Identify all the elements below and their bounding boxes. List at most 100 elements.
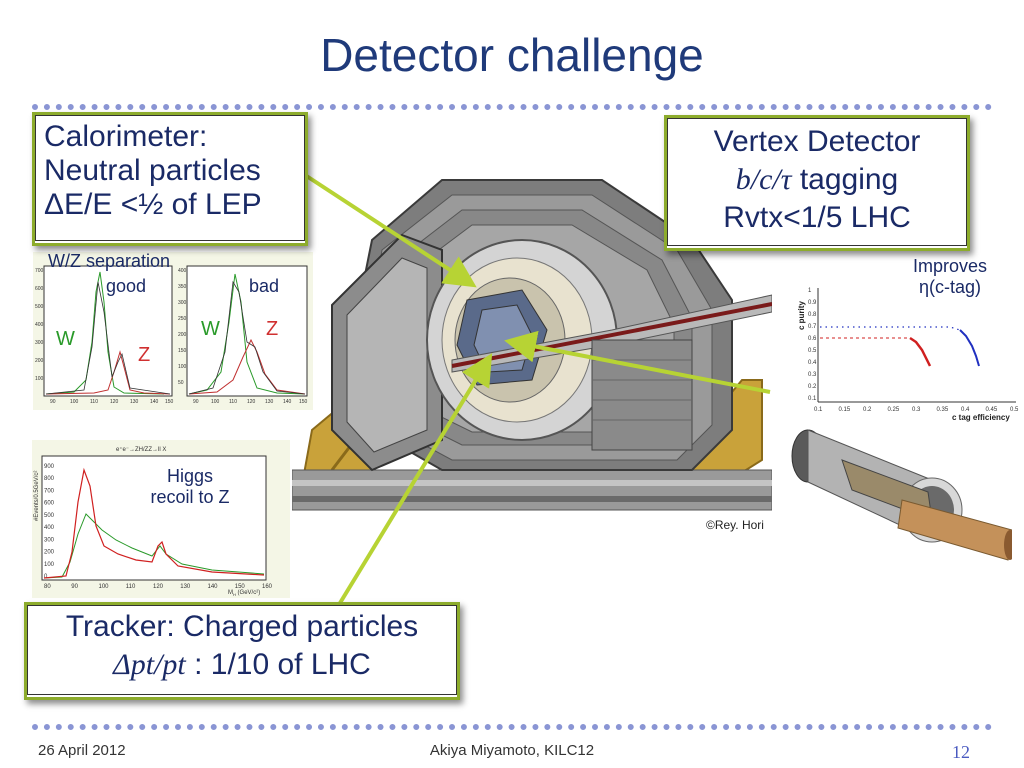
wz-z-label-right: Z [266,318,279,340]
ctag-x-tick: 0.3 [912,407,921,413]
svg-text:90: 90 [50,399,56,405]
ctag-y-tick: 0.4 [808,360,817,366]
ctag-y-tick: 0.8 [808,312,817,318]
svg-text:150: 150 [299,399,308,405]
ctag-ylabel: c purity [797,301,806,330]
vertex-line2: b/c/τ tagging [668,163,966,197]
ctag-x-tick: 0.5 [1010,407,1019,413]
ctag-y-tick: 0.3 [808,372,817,378]
ctag-y-tick: 0.5 [808,348,817,354]
image-credit: ©Rey. Hori [706,518,764,532]
vertex-line1: Vertex Detector [713,125,921,158]
svg-text:150: 150 [165,399,174,405]
bottom-divider [32,724,992,730]
svg-text:100: 100 [178,364,187,370]
calorimeter-line3: ΔE/E <½ of LEP [44,188,304,222]
higgs-x-tick: 150 [235,584,246,590]
higgs-y-tick: 600 [44,501,55,507]
tracker-line2: Δpt/pt : 1/10 of LHC [28,648,456,682]
svg-text:250: 250 [178,316,187,322]
wz-z-label-left: Z [138,344,151,366]
svg-text:150: 150 [178,348,187,354]
ctag-plot: c purity 10.90.80.70.60.50.40.30.20.1 0.… [790,280,1024,426]
svg-text:100: 100 [70,399,79,405]
ctag-y-tick: 0.7 [808,324,817,330]
higgs-y-tick: 500 [44,513,55,519]
higgs-y-tick: 800 [44,476,55,482]
ctag-eta: η(c-tag) [918,277,981,297]
page-number: 12 [952,742,970,762]
svg-text:140: 140 [150,399,159,405]
svg-text:130: 130 [265,399,274,405]
tracker-line1: Tracker: Charged particles [65,610,419,643]
calorimeter-box: Calorimeter: Neutral particles ΔE/E <½ o… [32,112,308,246]
svg-text:200: 200 [35,358,44,364]
ctag-y-tick: 0.9 [808,300,817,306]
higgs-process-label: e⁺e⁻→ZH/ZZ→ll X [116,446,166,453]
higgs-x-tick: 80 [44,584,51,590]
vertex-tag-symbols: b/c/τ [735,163,792,196]
calorimeter-line3-rest: of LEP [163,188,262,221]
tracker-box: Tracker: Charged particles Δpt/pt : 1/10… [24,602,460,700]
higgs-x-tick: 100 [99,584,110,590]
higgs-y-tick: 0 [44,574,48,580]
svg-text:200: 200 [178,332,187,338]
higgs-x-tick: 90 [71,584,78,590]
higgs-x-tick: 140 [208,584,219,590]
svg-text:300: 300 [35,340,44,346]
ctag-y-tick: 1 [808,288,812,294]
svg-text:700: 700 [35,268,44,274]
svg-text:90: 90 [193,399,199,405]
calorimeter-delta-e: ΔE/E <½ [44,188,164,221]
higgs-y-tick: 100 [44,562,55,568]
top-divider [32,104,992,110]
wz-good-label: good [106,276,147,296]
slide-title: Detector challenge [320,29,704,81]
svg-text:120: 120 [247,399,256,405]
svg-text:120: 120 [110,399,119,405]
ctag-x-tick: 0.45 [986,407,998,413]
svg-text:50: 50 [178,380,184,386]
higgs-y-tick: 700 [44,488,55,494]
ctag-x-tick: 0.15 [839,407,851,413]
wz-caption: W/Z separation [48,251,171,271]
ctag-y-tick: 0.1 [808,396,817,402]
higgs-y-tick: 300 [44,537,55,543]
svg-text:300: 300 [178,300,187,306]
svg-text:140: 140 [283,399,292,405]
vertex-box: Vertex Detector b/c/τ tagging Rvtx<1/5 L… [664,115,970,251]
tracker-line2-rest: : 1/10 of LHC [185,648,371,681]
higgs-x-tick: 130 [180,584,191,590]
ctag-improves-box: Improves η(c-tag) [890,256,1010,298]
ctag-x-tick: 0.4 [961,407,970,413]
wz-bad-label: bad [249,276,280,296]
svg-text:100: 100 [211,399,220,405]
higgs-y-tick: 400 [44,525,55,531]
ctag-xlabel: c tag efficiency [952,413,1010,422]
vertex-tag-rest: tagging [791,163,899,196]
svg-text:500: 500 [35,304,44,310]
higgs-x-tick: 110 [126,584,136,590]
ctag-x-tick: 0.35 [937,407,949,413]
higgs-y-tick: 900 [44,464,55,470]
vertex-illustration [791,429,1012,561]
wz-w-label-right: W [201,318,220,340]
ctag-x-tick: 0.25 [888,407,900,413]
svg-text:400: 400 [178,268,187,274]
higgs-xaxis-label: MH (GeV/c²) [228,590,260,597]
ctag-y-tick: 0.6 [808,336,817,342]
higgs-label: Higgs recoil to Z [120,466,260,508]
higgs-x-tick: 120 [153,584,164,590]
higgs-plot: #Events/0.5GeV/c² e⁺e⁻→ZH/ZZ→ll X 900800… [34,446,273,597]
vertex-line3: Rvtx<1/5 LHC [723,201,911,234]
ctag-improves: Improves [912,256,988,276]
higgs-label-line2: recoil to Z [150,487,230,507]
footer-date: 26 April 2012 [38,742,126,759]
svg-text:600: 600 [35,286,44,292]
higgs-yaxis-label: #Events/0.5GeV/c² [34,471,40,521]
calorimeter-line2: Neutral particles [44,154,261,187]
ctag-x-tick: 0.1 [814,407,823,413]
wz-w-label-left: W [56,328,75,350]
